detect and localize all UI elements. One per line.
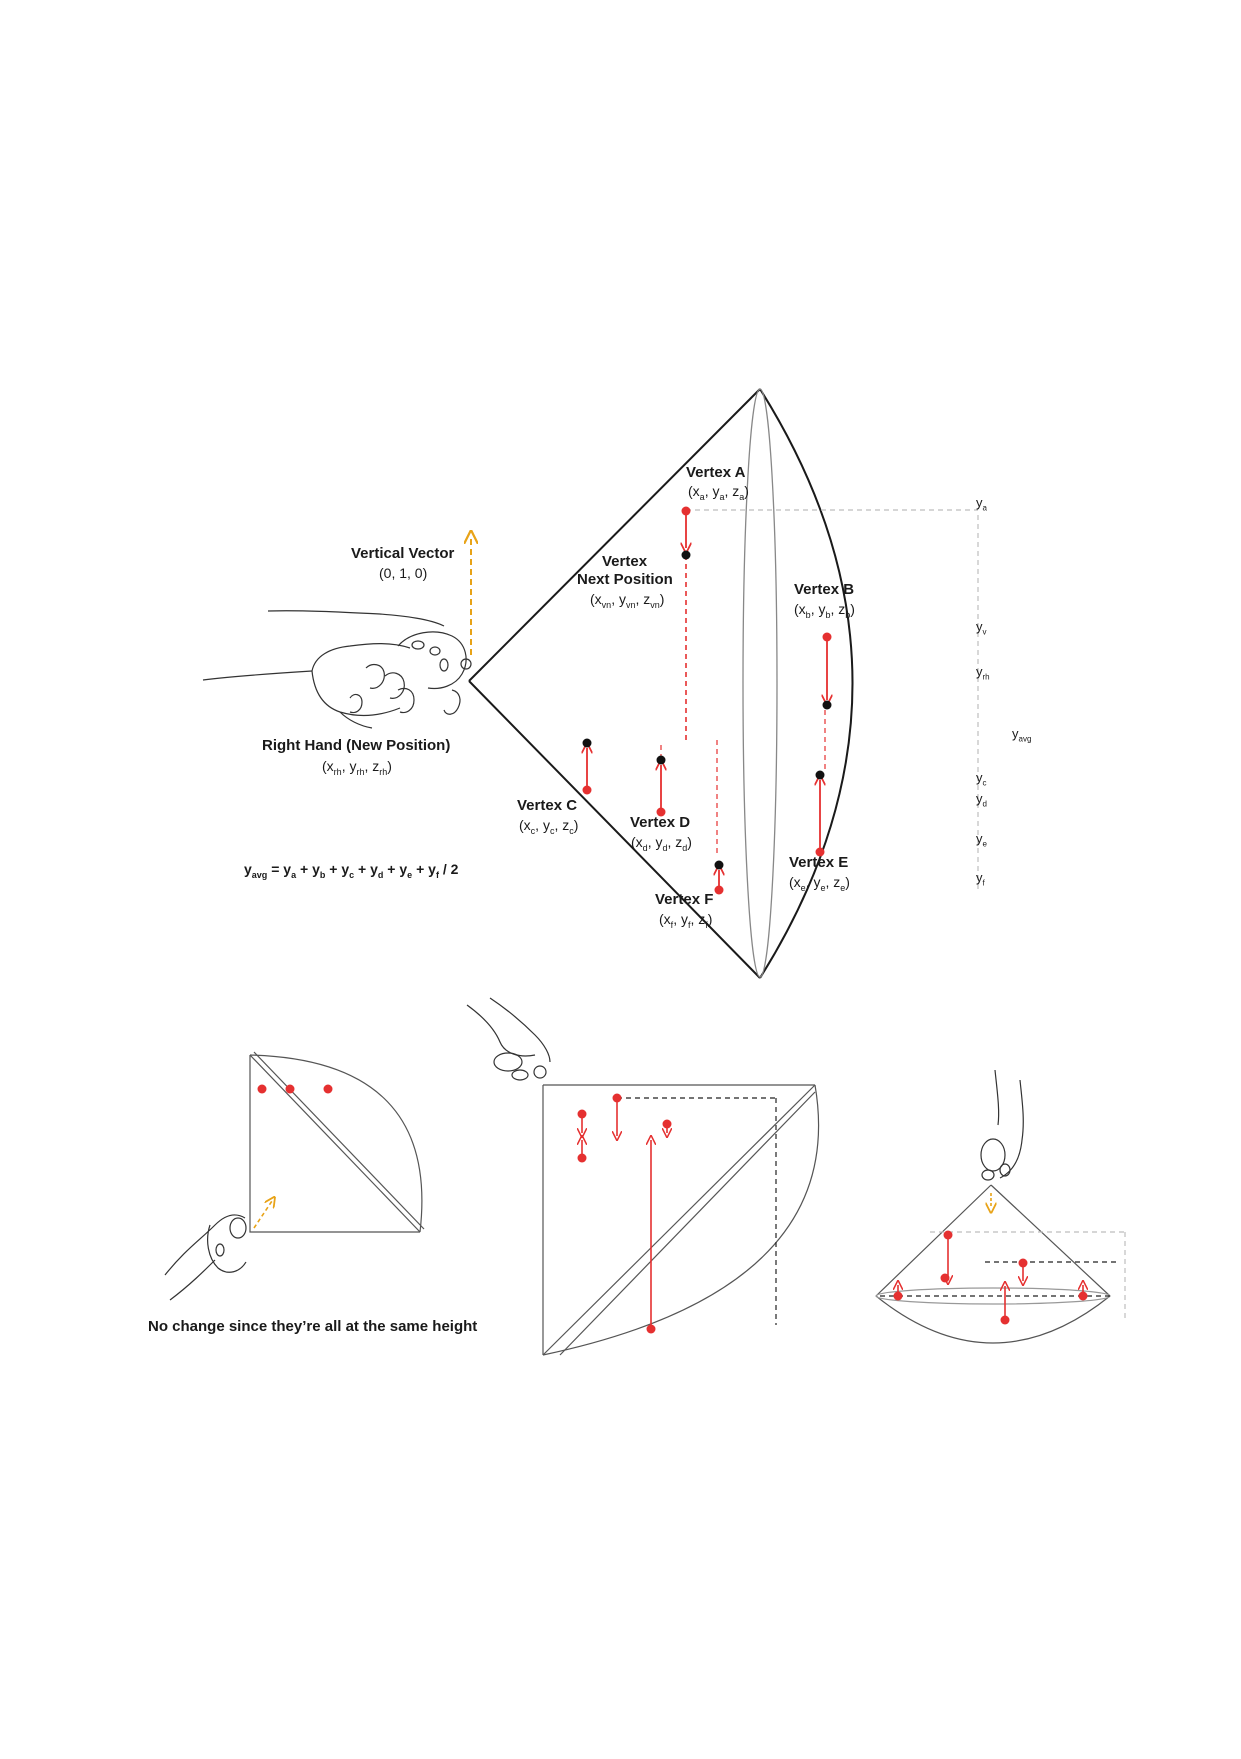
y-axis-label-avg: yavg <box>1012 726 1032 744</box>
vertical-vector-value: (0, 1, 0) <box>379 565 428 581</box>
down-hand-icon <box>980 1069 1024 1181</box>
tilted-dot-5 <box>646 1324 656 1334</box>
vertex-e-dot <box>815 847 825 857</box>
flat-dot-2 <box>285 1084 295 1094</box>
vertex-c-next-dot <box>582 738 592 748</box>
down-dot-3 <box>1000 1315 1010 1325</box>
vertex-d-next-dot <box>656 755 666 765</box>
y-axis-label-d: yd <box>976 791 987 809</box>
flat-arc <box>249 1054 423 1233</box>
vertex-a-title: Vertex A <box>686 464 746 481</box>
vertex-b-next-dot <box>822 700 832 710</box>
y-axis-label-a: ya <box>976 495 987 513</box>
y-axis-label-v: yv <box>976 619 987 637</box>
vertex-e-title: Vertex E <box>789 854 849 871</box>
vertex-d-dot <box>656 807 666 817</box>
flat-square-outline <box>249 1055 420 1233</box>
flat-dot-1 <box>257 1084 267 1094</box>
vertex-next-position-title-2: Next Position <box>577 571 673 588</box>
vertex-a-dot <box>681 506 691 516</box>
tilted-dot-4 <box>662 1119 672 1129</box>
right-hand-controller-icon <box>202 610 472 729</box>
y-axis-label-f: yf <box>976 870 985 888</box>
vertical-vector-title: Vertical Vector <box>351 545 455 562</box>
vertex-f-next-dot <box>714 860 724 870</box>
vertex-b-coord: (xb, yb, zb) <box>794 601 855 620</box>
down-dot-5 <box>1078 1291 1088 1301</box>
vertex-e-next-dot <box>815 770 825 780</box>
down-dot-2 <box>1018 1258 1028 1268</box>
flat-dot-3 <box>323 1084 333 1094</box>
cone-lower-edge <box>468 680 761 979</box>
vertex-next-position-dot <box>681 550 691 560</box>
y-axis-label-e: ye <box>976 831 987 849</box>
vertex-c-title: Vertex C <box>517 797 578 814</box>
right-hand-coord: (xrh, yrh, zrh) <box>322 758 392 777</box>
flat-yellow-arrow <box>253 1201 272 1229</box>
mini-diagram-tilted <box>466 997 820 1356</box>
mini-diagram-flat <box>164 1051 425 1301</box>
vertex-next-position-title-1: Vertex <box>602 553 648 570</box>
flat-diagonal-1 <box>249 1054 421 1233</box>
tilted-dot-2 <box>577 1153 587 1163</box>
tilted-dot-3 <box>612 1093 622 1103</box>
tilted-hand-icon <box>466 997 551 1081</box>
down-left-edge <box>875 1184 992 1297</box>
no-change-caption: No change since they’re all at the same … <box>148 1318 478 1335</box>
down-dot-4 <box>893 1291 903 1301</box>
flat-diagonal-2 <box>253 1051 425 1230</box>
flat-hand-icon <box>164 1214 247 1301</box>
vertex-c-coord: (xc, yc, zc) <box>519 817 579 836</box>
y-axis-label-c: yc <box>976 770 987 788</box>
vertex-d-coord: (xd, yd, zd) <box>631 834 692 853</box>
vertex-f-title: Vertex F <box>655 891 714 908</box>
vertex-markers <box>582 506 832 895</box>
mini-diagram-down <box>875 1069 1126 1344</box>
vertex-b-title: Vertex B <box>794 581 855 598</box>
tilted-diagonal-2 <box>559 1091 816 1356</box>
y-axis-label-rh: yrh <box>976 664 990 682</box>
cone-outer-arc <box>759 388 854 979</box>
vertex-b-dot <box>822 632 832 642</box>
tilted-dot-1 <box>577 1109 587 1119</box>
vertex-next-position-coord: (xvn, yvn, zvn) <box>590 591 665 610</box>
tilted-diagonal-1 <box>542 1084 816 1356</box>
cone-base-ellipse <box>742 388 778 978</box>
main-cone <box>468 388 854 979</box>
cone-upper-edge <box>468 388 761 682</box>
down-right-edge <box>990 1184 1111 1297</box>
right-hand-title: Right Hand (New Position) <box>262 737 451 754</box>
down-dot-1b <box>940 1273 950 1283</box>
guide-lines <box>660 509 979 890</box>
tilted-arc <box>542 1084 820 1356</box>
vertex-c-dot <box>582 785 592 795</box>
vertex-e-coord: (xe, ye, ze) <box>789 874 850 893</box>
y-average-formula: yavg = ya + yb + yc + yd + ye + yf / 2 <box>244 861 459 880</box>
down-arc <box>875 1295 1111 1344</box>
vertex-f-dot <box>714 885 724 895</box>
vertex-a-coord: (xa, ya, za) <box>688 483 749 502</box>
vertex-d-title: Vertex D <box>630 814 691 831</box>
vertex-f-coord: (xf, yf, zf) <box>659 911 713 930</box>
down-dot-1 <box>943 1230 953 1240</box>
